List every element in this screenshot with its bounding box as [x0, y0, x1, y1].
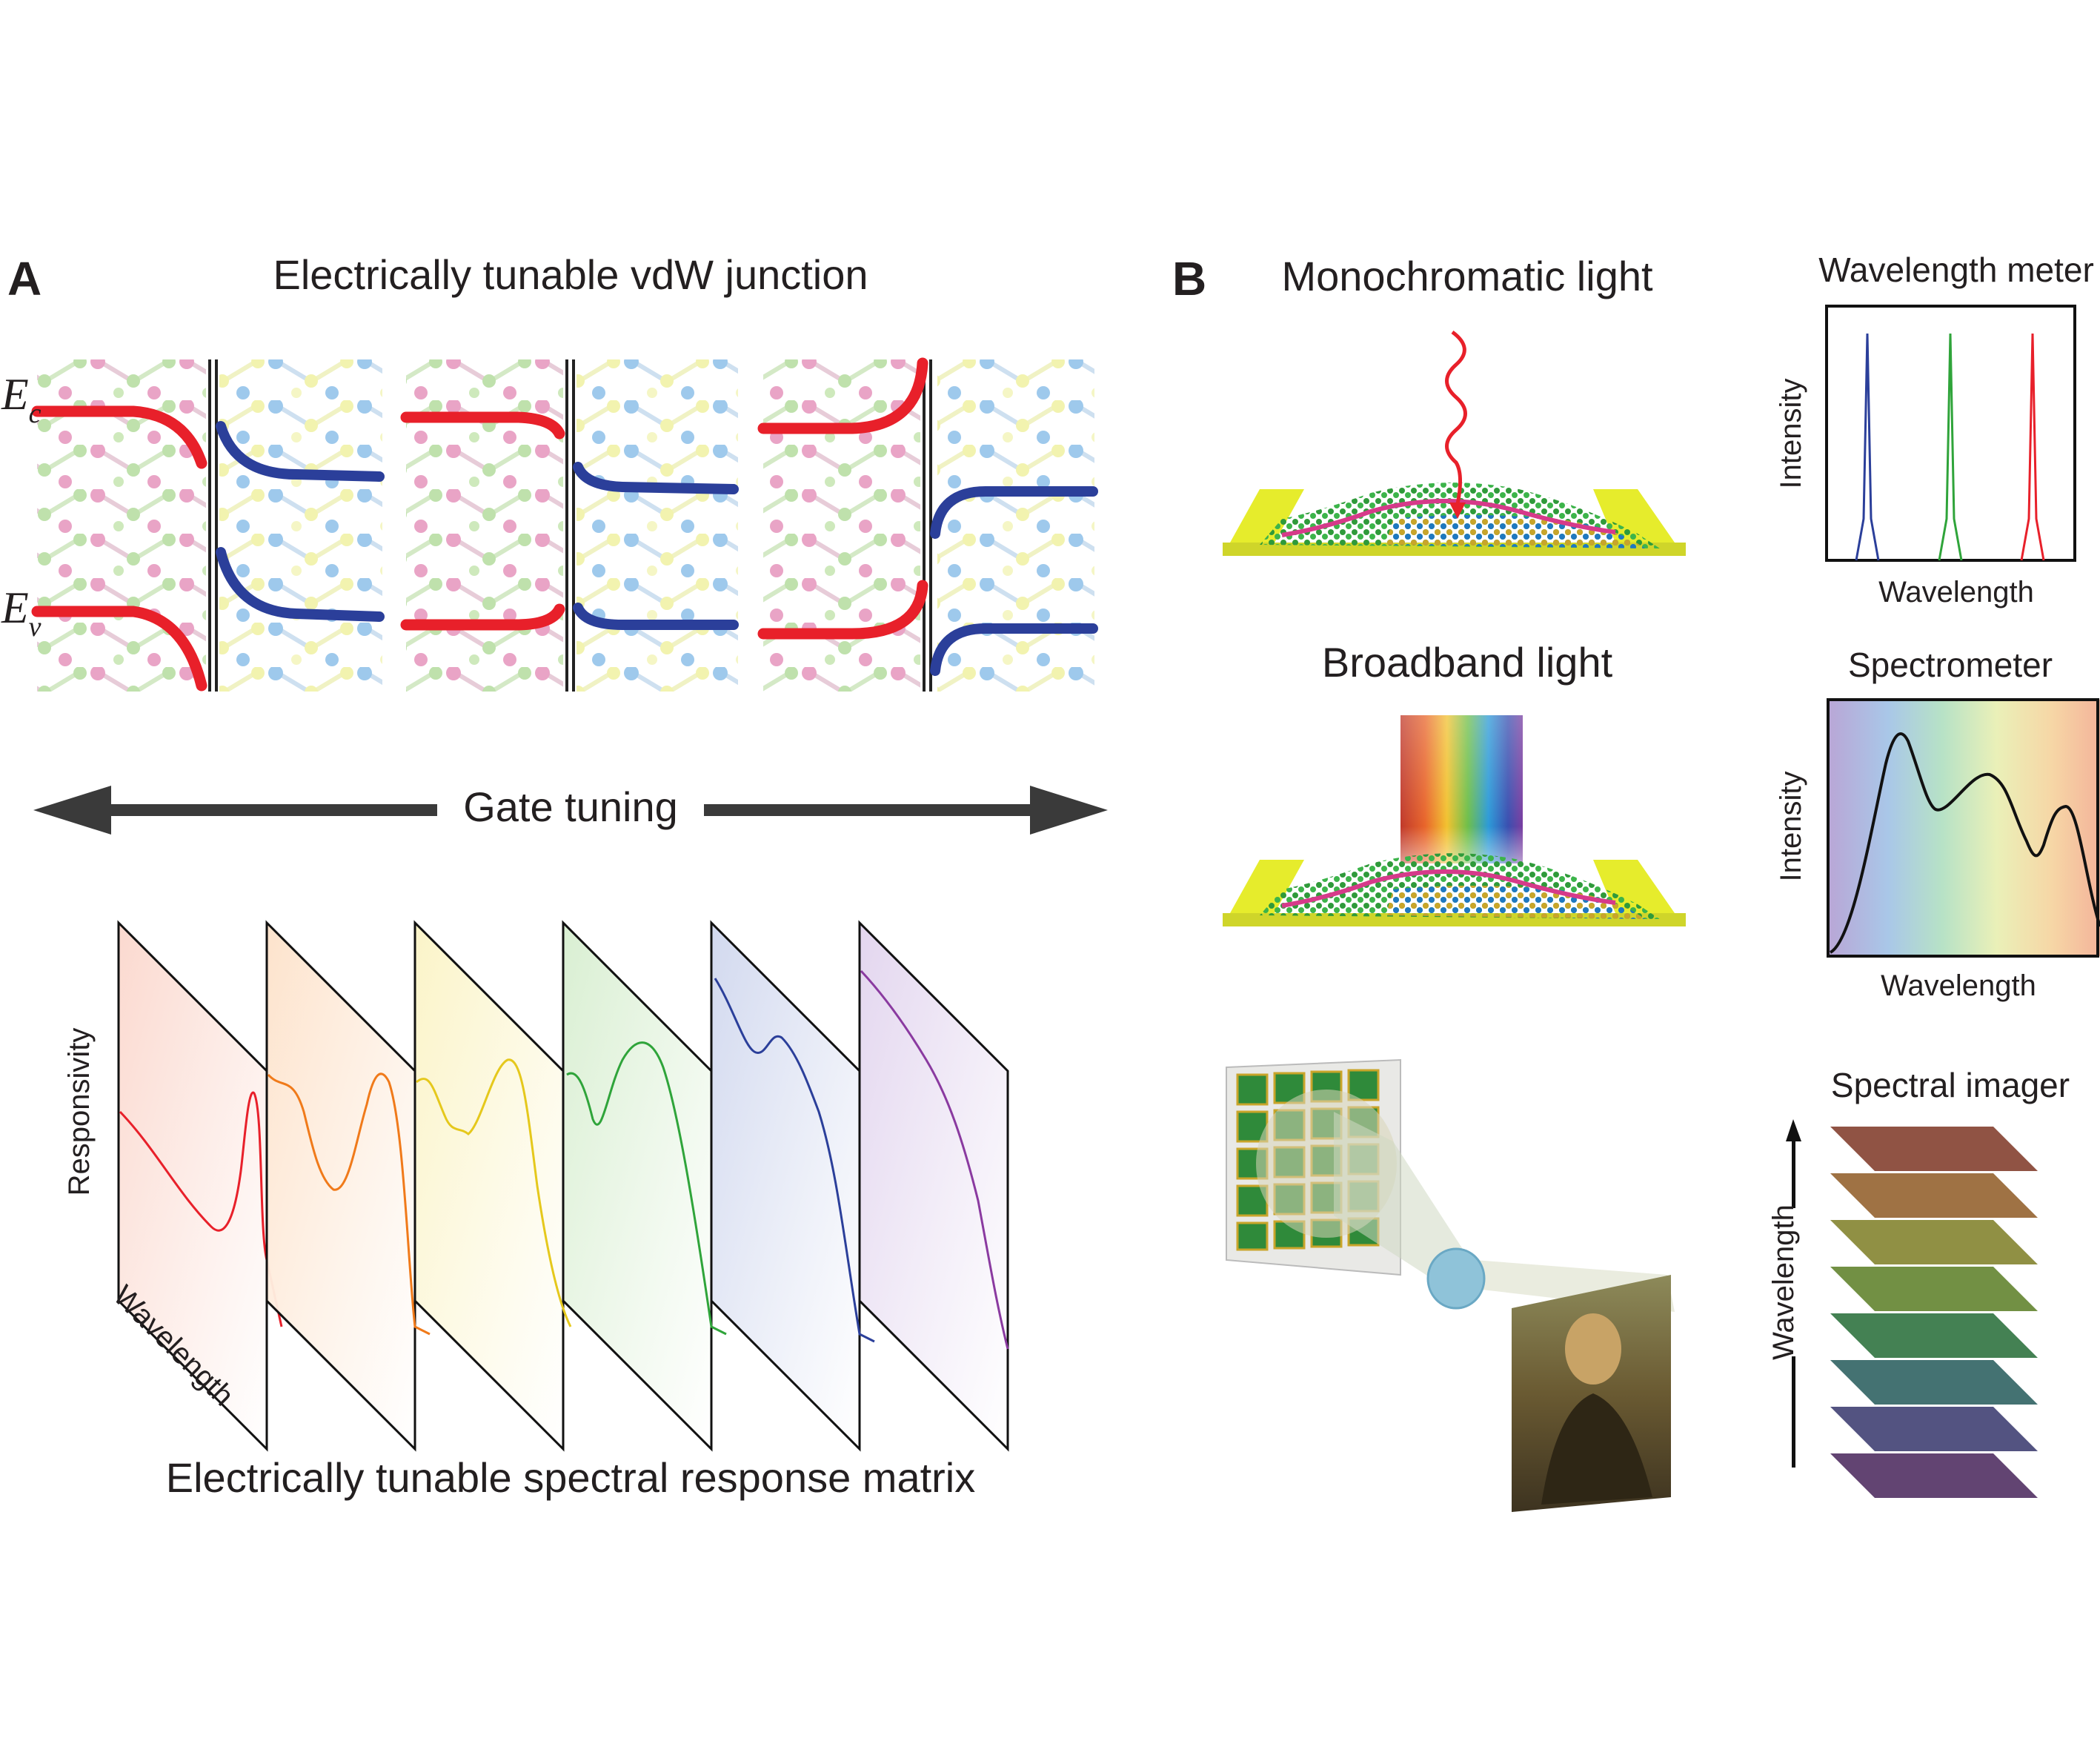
spectrometer-plot — [1827, 698, 2100, 958]
response-planes — [117, 920, 1009, 1452]
spec-frame — [1827, 698, 2099, 958]
imaging-setup — [1226, 1058, 1675, 1512]
meter-peak-blue — [1855, 333, 1880, 561]
spec-title: Spectrometer — [1848, 646, 2053, 684]
painting-face — [1565, 1313, 1621, 1385]
panel-b-letter: B — [1172, 252, 1206, 305]
band-ec-p — [757, 357, 928, 434]
band-ev-n — [930, 623, 1098, 676]
response-curve-3 — [416, 1058, 572, 1327]
imager-axis — [1778, 1119, 1808, 1468]
device-monochromatic — [1223, 330, 1686, 556]
response-plane-1 — [117, 920, 283, 1452]
broad-title: Broadband light — [1322, 639, 1613, 686]
monolayer-bottom — [1386, 886, 1645, 919]
spectral-stack — [1830, 1127, 2038, 1498]
band-diagram-1 — [31, 359, 385, 692]
meter-ylabel: Intensity — [1775, 379, 1807, 489]
ev-label: Ev — [1, 583, 41, 643]
band-ev-p — [757, 580, 928, 640]
imager-axis-label: Wavelength — [1767, 1204, 1800, 1360]
band-ev-p — [400, 603, 565, 631]
spec-background — [1828, 700, 2100, 956]
response-curve-4 — [566, 1041, 727, 1336]
band-ec-n — [573, 462, 739, 494]
band-ec-n — [930, 486, 1098, 539]
panel-a-letter: A — [7, 252, 41, 305]
band-diagram-3 — [757, 357, 1098, 692]
response-curve-5 — [714, 978, 875, 1343]
arrow-right-head — [1030, 786, 1108, 835]
band-ev-n — [216, 547, 385, 622]
light-wave — [1445, 330, 1467, 505]
meter-title: Wavelength meter — [1818, 251, 2094, 289]
arrow-left-head — [33, 786, 111, 835]
band-ec-n — [216, 421, 385, 482]
spec-curve — [1829, 732, 2100, 954]
mono-title: Monochromatic light — [1281, 253, 1653, 299]
response-plane-2 — [265, 920, 431, 1452]
painting-body — [1541, 1393, 1652, 1505]
ec-label: Ec — [1, 370, 41, 429]
panel-a-title: Electrically tunable vdW junction — [273, 251, 868, 298]
band-ev-n — [573, 603, 739, 630]
gate-tuning-arrow — [33, 786, 1108, 835]
response-plane-6 — [858, 920, 1009, 1452]
response-curve-2 — [267, 1072, 431, 1336]
light-cone-in — [1334, 1112, 1475, 1282]
spec-xlabel: Wavelength — [1881, 969, 2036, 1002]
responsivity-label: Responsivity — [63, 1028, 96, 1196]
response-curve-1 — [119, 1091, 283, 1327]
band-diagram-2 — [400, 359, 739, 692]
meter-peak-green — [1938, 333, 1963, 561]
gate-tuning-label: Gate tuning — [463, 783, 678, 830]
matrix-title: Electrically tunable spectral response m… — [166, 1454, 975, 1501]
meter-xlabel: Wavelength — [1878, 576, 2034, 609]
electrode-left — [1230, 489, 1304, 543]
lens — [1426, 1247, 1486, 1310]
imager-title: Spectral imager — [1831, 1066, 2070, 1104]
monolayer-bottom — [1386, 515, 1645, 548]
response-plane-5 — [710, 920, 875, 1452]
imager-arrow-head — [1786, 1119, 1801, 1141]
device-broadband — [1223, 715, 1686, 926]
band-ec-p — [31, 405, 207, 469]
wavelength-meter-plot — [1825, 305, 2076, 562]
response-plane-3 — [413, 920, 572, 1452]
meter-peak-red — [2020, 333, 2045, 561]
band-ev-p — [31, 606, 207, 692]
response-curve-6 — [860, 969, 1009, 1350]
response-plane-4 — [562, 920, 727, 1452]
electrode-left — [1230, 860, 1304, 913]
band-ec-p — [400, 411, 565, 440]
spec-ylabel: Intensity — [1775, 772, 1807, 882]
